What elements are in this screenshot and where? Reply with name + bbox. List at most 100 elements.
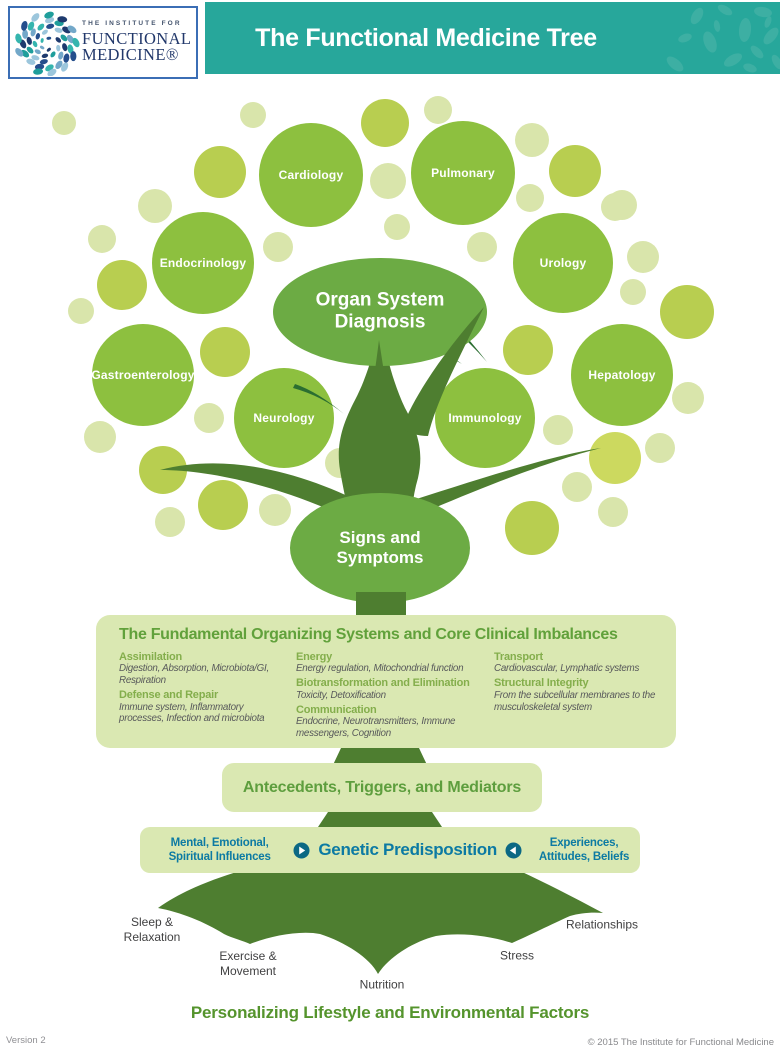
fund-item-desc: Endocrine, Neurotransmitters, Immune mes… xyxy=(296,715,456,739)
canopy-dot xyxy=(424,96,452,124)
banner-leaf xyxy=(713,20,721,32)
logo-dot xyxy=(15,33,22,43)
canopy-dot xyxy=(194,146,246,198)
specialty-circle-gastroenterology xyxy=(92,324,194,426)
fund-item-title: Transport xyxy=(494,651,543,663)
logo-dot xyxy=(67,43,74,54)
logo-dot xyxy=(63,53,70,63)
trunk-segment-b xyxy=(318,812,442,827)
fund-item-desc: Energy regulation, Mitochondrial functio… xyxy=(296,663,464,675)
specialty-circle-cardiology xyxy=(259,123,363,227)
logo-dot xyxy=(44,11,54,18)
page-title: The Functional Medicine Tree xyxy=(255,23,597,52)
canopy-dot xyxy=(645,433,675,463)
logo-dot xyxy=(35,32,41,40)
logo-dot xyxy=(34,63,45,70)
logo-dot xyxy=(39,45,45,49)
fundamental-col-3: Transport Cardiovascular, Lymphatic syst… xyxy=(494,651,667,742)
logo-dot xyxy=(56,44,61,51)
logo-dot xyxy=(40,37,44,43)
genetic-right-label: Experiences, Attitudes, Beliefs xyxy=(538,836,630,863)
fund-item-desc: From the subcellular membranes to the mu… xyxy=(494,689,656,713)
logo-dot xyxy=(70,50,77,61)
trunk-segment-a xyxy=(332,748,428,767)
banner-leaf xyxy=(771,54,780,70)
banner-leaf xyxy=(703,31,717,53)
logo-dot xyxy=(50,50,56,57)
fund-item-title: Defense and Repair xyxy=(119,689,219,702)
logo-dot xyxy=(60,33,68,41)
fundamental-systems-box: The Fundamental Organizing Systems and C… xyxy=(96,615,676,748)
banner-leaf xyxy=(763,27,779,45)
logo-dot xyxy=(34,48,41,54)
roots xyxy=(158,871,603,974)
arrow-right-icon xyxy=(293,842,310,858)
logo-dot xyxy=(37,23,45,30)
logo: THE INSTITUTE FOR FUNCTIONAL MEDICINE® xyxy=(8,6,198,79)
banner-leaf xyxy=(717,4,733,16)
canopy-dot xyxy=(549,145,601,197)
specialty-circle-immunology xyxy=(435,368,535,468)
logo-dot xyxy=(32,40,38,47)
logo-dot xyxy=(55,60,63,69)
canopy-dot xyxy=(589,432,641,484)
dark-leaf-accent xyxy=(293,384,344,414)
canopy-dot xyxy=(361,99,409,147)
banner-leaf xyxy=(764,16,772,28)
logo-dot xyxy=(31,12,40,22)
fund-item-title: Biotransformation and Elimination xyxy=(296,677,470,690)
canopy-dot xyxy=(503,325,553,375)
banner-leaf xyxy=(678,33,692,43)
logo-dot xyxy=(15,47,24,57)
fund-item-desc: Digestion, Absorption, Microbiota/GI, Re… xyxy=(119,663,269,687)
fund-item-title: Assimilation xyxy=(119,651,183,663)
organ-system-ellipse xyxy=(273,258,487,366)
canopy-dot xyxy=(627,241,659,273)
genetic-center-label: Genetic Predisposition xyxy=(318,840,497,859)
logo-dot xyxy=(46,36,52,40)
specialty-circle-urology xyxy=(513,213,613,313)
version-label: Version 2 xyxy=(6,1035,46,1046)
trunk-spike xyxy=(366,340,393,437)
canopy-dots-group xyxy=(52,96,714,555)
canopy-dot xyxy=(194,403,224,433)
organ-system-diagnosis-label: Organ System Diagnosis xyxy=(315,289,445,333)
canopy-dot xyxy=(68,298,94,324)
fundamental-col-1: Assimilation Digestion, Absorption, Micr… xyxy=(119,651,289,742)
banner-leaf xyxy=(754,6,772,18)
fund-item-desc: Toxicity, Detoxification xyxy=(296,689,386,701)
logo-dot xyxy=(26,46,34,54)
fund-item-desc: Immune system, Inflammatory processes, I… xyxy=(119,701,265,725)
canopy-dot xyxy=(52,111,76,135)
canopy-dot xyxy=(543,415,573,445)
specialty-circle-endocrinology xyxy=(152,212,254,314)
logo-dot xyxy=(26,58,36,65)
logo-dot xyxy=(61,61,69,72)
fund-item-title: Communication xyxy=(296,703,377,716)
logo-dot xyxy=(66,34,75,43)
specialty-circle-pulmonary xyxy=(411,121,515,225)
fund-item-desc: Cardiovascular, Lymphatic systems xyxy=(494,663,640,675)
lower-trunk-group xyxy=(158,592,603,974)
fundamental-col-2: Energy Energy regulation, Mitochondrial … xyxy=(296,651,484,742)
canopy-dot xyxy=(467,232,497,262)
specialty-circle-neurology xyxy=(234,368,334,468)
logo-dot xyxy=(27,21,35,31)
logo-dot xyxy=(47,68,57,76)
banner-leaf xyxy=(750,45,764,59)
logo-dot xyxy=(45,16,55,23)
canopy-dot xyxy=(515,123,549,157)
logo-dot xyxy=(41,29,48,35)
logo-dot xyxy=(26,36,32,45)
logo-dot xyxy=(72,37,80,47)
logo-dot xyxy=(46,47,51,52)
logo-text: THE INSTITUTE FOR FUNCTIONAL MEDICINE® xyxy=(82,21,191,64)
logo-dot xyxy=(58,51,64,60)
trunk-right-prong xyxy=(402,307,484,436)
canopy-dot xyxy=(84,421,116,453)
canopy-dot xyxy=(88,225,116,253)
canopy-dot xyxy=(155,507,185,537)
front-prongs-group xyxy=(366,307,484,437)
